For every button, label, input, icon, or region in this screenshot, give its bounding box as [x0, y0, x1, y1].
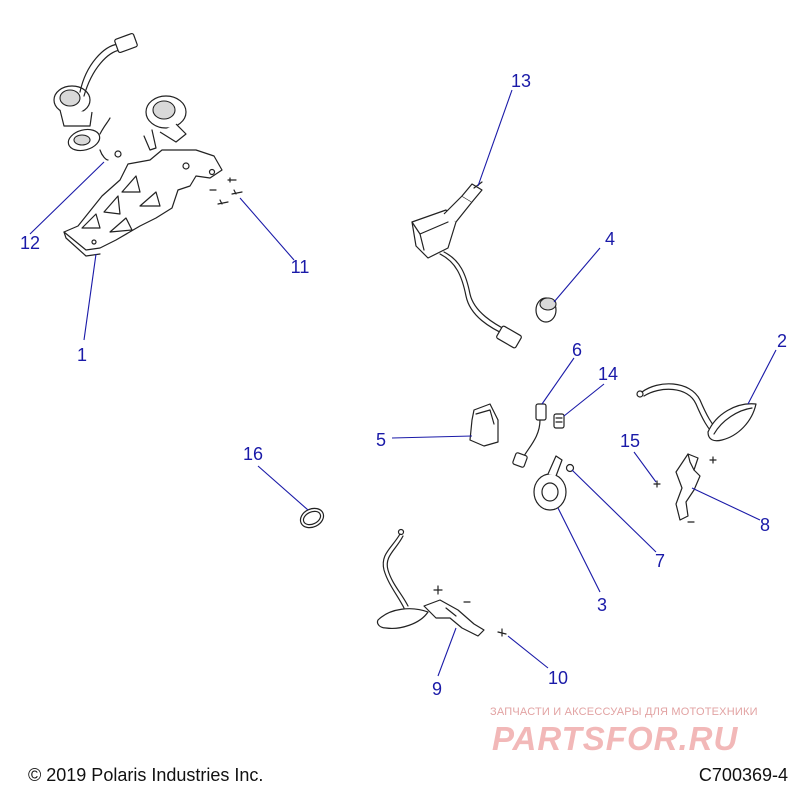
mount-bracket-part-8	[675, 453, 717, 523]
bracket-assembly-part-1	[53, 32, 223, 257]
callout-14: 14	[597, 364, 619, 384]
o-ring-part-16	[299, 507, 325, 529]
callout-4: 4	[604, 229, 616, 249]
callout-13: 13	[510, 71, 532, 91]
diagram-code: C700369-4	[698, 765, 788, 785]
callout-6: 6	[571, 340, 583, 360]
callout-10: 10	[547, 668, 569, 688]
callout-11: 11	[290, 257, 310, 277]
wire-connector-part-6	[512, 403, 547, 468]
watermark-tagline: ЗАПЧАСТИ И АКСЕССУАРЫ ДЛЯ МОТОТЕХНИКИ	[490, 706, 758, 718]
callout-7: 7	[654, 551, 666, 571]
light-part-2	[636, 383, 757, 442]
callout-2: 2	[776, 331, 788, 351]
grommet-part-4	[535, 297, 557, 323]
ignition-switch-part-13	[411, 181, 522, 349]
callout-8: 8	[759, 515, 771, 535]
light-bracket-part-9	[376, 528, 485, 637]
callout-15: 15	[619, 431, 641, 451]
leader-lines	[29, 89, 777, 677]
callout-3: 3	[596, 595, 608, 615]
screw-part-10	[497, 628, 507, 637]
callout-1: 1	[76, 345, 88, 365]
screw-part-15	[653, 480, 661, 488]
boot-part-5	[469, 403, 499, 447]
nut-part-7	[565, 463, 575, 473]
callout-9: 9	[431, 679, 443, 699]
callout-5: 5	[375, 430, 387, 450]
watermark-logo: PARTSFOR.RU	[492, 720, 739, 757]
callout-16: 16	[242, 444, 264, 464]
horn-part-3	[533, 455, 567, 511]
plug-part-14	[553, 413, 565, 429]
copyright-notice: © 2019 Polaris Industries Inc.	[28, 765, 264, 785]
callout-12: 12	[19, 233, 41, 253]
screws-part-11	[209, 177, 243, 205]
